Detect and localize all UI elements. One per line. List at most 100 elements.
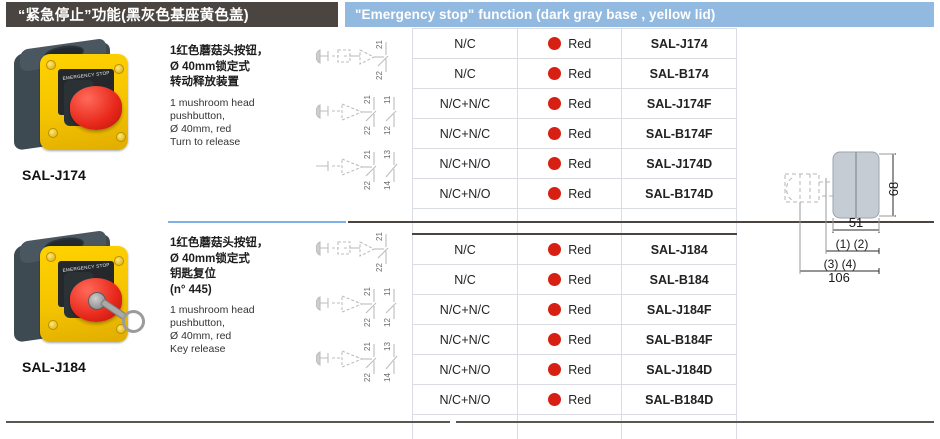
table-row[interactable]: N/C+N/C Red SAL-B184F xyxy=(413,325,737,355)
table-row[interactable]: N/C+N/C Red SAL-J174F xyxy=(413,89,737,119)
screw-icon xyxy=(116,132,126,142)
cell-code: SAL-J184F xyxy=(622,295,737,325)
product-image-2: EMERGENCY STOP xyxy=(0,222,165,357)
description-chinese-2: 1红色蘑菇头按钮， Ø 40mm锁定式 钥匙复位 (n° 445) xyxy=(170,236,310,298)
color-dot-icon xyxy=(548,243,561,256)
screw-icon xyxy=(48,128,58,138)
cell-color: Red xyxy=(517,89,621,119)
svg-text:11: 11 xyxy=(383,95,392,104)
color-dot-icon xyxy=(548,393,561,406)
cell-code: SAL-J184 xyxy=(622,234,737,265)
color-label: Red xyxy=(568,303,591,317)
schematic-diagram-nc-no-b: 21 22 13 14 xyxy=(316,338,412,392)
cell-contact: N/C+N/C xyxy=(413,89,518,119)
enclosure-illustration: EMERGENCY STOP xyxy=(14,234,132,344)
table-row[interactable]: N/C+N/C Red SAL-B174F xyxy=(413,119,737,149)
svg-text:22: 22 xyxy=(375,71,384,80)
dimension-drawing: 68 51 (1) (2) (3) (4) 106 xyxy=(780,138,940,283)
table-row[interactable]: N/C+N/O Red SAL-B184D xyxy=(413,385,737,415)
table-row[interactable]: N/C Red SAL-J184 xyxy=(413,234,737,265)
schematic-diagram-2nc: 21 22 11 12 xyxy=(316,91,412,145)
color-label: Red xyxy=(568,187,591,201)
table-row[interactable]: N/C+N/O Red SAL-B174D xyxy=(413,179,737,209)
schematic-diagram-nc-no: 21 22 13 14 xyxy=(316,146,412,200)
svg-text:21: 21 xyxy=(363,342,372,351)
cell-contact: N/C+N/C xyxy=(413,119,518,149)
screw-icon xyxy=(114,64,124,74)
cell-contact: N/C+N/O xyxy=(413,179,518,209)
spacer-cell xyxy=(622,415,737,439)
color-label: Red xyxy=(568,243,591,257)
color-label: Red xyxy=(568,127,591,141)
table-body: N/C Red SAL-J174 N/C Red SAL-B174 N/C+N/… xyxy=(413,29,737,439)
cell-contact: N/C xyxy=(413,234,518,265)
table-row[interactable]: N/C Red SAL-J174 xyxy=(413,29,737,59)
schematic-diagram-1nc-a: 21 22 xyxy=(316,36,412,90)
svg-text:13: 13 xyxy=(383,342,392,351)
color-dot-icon xyxy=(548,127,561,140)
svg-text:22: 22 xyxy=(363,181,372,190)
color-dot-icon xyxy=(548,333,561,346)
schematic-diagram-2nc-b: 21 22 11 12 xyxy=(316,283,412,337)
cell-contact: N/C xyxy=(413,59,518,89)
screw-icon xyxy=(114,256,124,266)
svg-text:11: 11 xyxy=(383,287,392,296)
screw-icon xyxy=(48,320,58,330)
cell-contact: N/C+N/O xyxy=(413,355,518,385)
color-label: Red xyxy=(568,157,591,171)
cell-color: Red xyxy=(517,234,621,265)
product-image-1: EMERGENCY STOP xyxy=(0,30,165,165)
cell-contact: N/C+N/O xyxy=(413,385,518,415)
cell-code: SAL-B184 xyxy=(622,265,737,295)
svg-text:14: 14 xyxy=(383,181,392,190)
cell-code: SAL-J174D xyxy=(622,149,737,179)
svg-text:14: 14 xyxy=(383,373,392,382)
product-caption-2: SAL-J184 xyxy=(0,359,165,375)
dim-lower: (3) (4) xyxy=(824,257,857,271)
cell-contact: N/C xyxy=(413,265,518,295)
cell-code: SAL-B184D xyxy=(622,385,737,415)
color-label: Red xyxy=(568,273,591,287)
specification-table: N/C Red SAL-J174 N/C Red SAL-B174 N/C+N/… xyxy=(412,28,737,439)
bottom-rule-right xyxy=(456,421,934,423)
mushroom-button xyxy=(70,86,122,130)
table-row[interactable]: N/C+N/O Red SAL-J174D xyxy=(413,149,737,179)
cell-code: SAL-J184D xyxy=(622,355,737,385)
svg-text:21: 21 xyxy=(375,232,384,241)
color-label: Red xyxy=(568,333,591,347)
color-dot-icon xyxy=(548,67,561,80)
svg-text:12: 12 xyxy=(383,126,392,135)
dim-mid: (1) (2) xyxy=(836,237,869,251)
description-block-1: 1红色蘑菇头按钮， Ø 40mm锁定式 转动释放装置 1 mushroom he… xyxy=(170,44,310,149)
dim-width: 51 xyxy=(849,215,863,230)
spacer-cell xyxy=(413,415,518,439)
enclosure-illustration: EMERGENCY STOP xyxy=(14,42,132,152)
svg-text:21: 21 xyxy=(375,40,384,49)
table-row[interactable]: N/C+N/O Red SAL-J184D xyxy=(413,355,737,385)
cell-contact: N/C+N/C xyxy=(413,325,518,355)
color-dot-icon xyxy=(548,37,561,50)
cell-code: SAL-B174D xyxy=(622,179,737,209)
cell-contact: N/C+N/C xyxy=(413,295,518,325)
cell-color: Red xyxy=(517,385,621,415)
cell-color: Red xyxy=(517,119,621,149)
color-label: Red xyxy=(568,363,591,377)
schematic-diagram-1nc-b: 21 22 xyxy=(316,228,412,282)
description-english-1: 1 mushroom head pushbutton, Ø 40mm, red … xyxy=(170,97,310,149)
screw-icon xyxy=(46,252,56,262)
cell-color: Red xyxy=(517,59,621,89)
cell-color: Red xyxy=(517,179,621,209)
product-block-1: EMERGENCY STOP SAL-J174 xyxy=(0,30,165,183)
table-row[interactable]: N/C Red SAL-B184 xyxy=(413,265,737,295)
screw-icon xyxy=(46,60,56,70)
color-dot-icon xyxy=(548,97,561,110)
table-row[interactable]: N/C+N/C Red SAL-J184F xyxy=(413,295,737,325)
svg-text:21: 21 xyxy=(363,150,372,159)
table-row[interactable]: N/C Red SAL-B174 xyxy=(413,59,737,89)
cell-color: Red xyxy=(517,325,621,355)
svg-text:22: 22 xyxy=(363,126,372,135)
cell-color: Red xyxy=(517,355,621,385)
description-english-2: 1 mushroom head pushbutton, Ø 40mm, red … xyxy=(170,304,310,356)
svg-text:22: 22 xyxy=(375,263,384,272)
